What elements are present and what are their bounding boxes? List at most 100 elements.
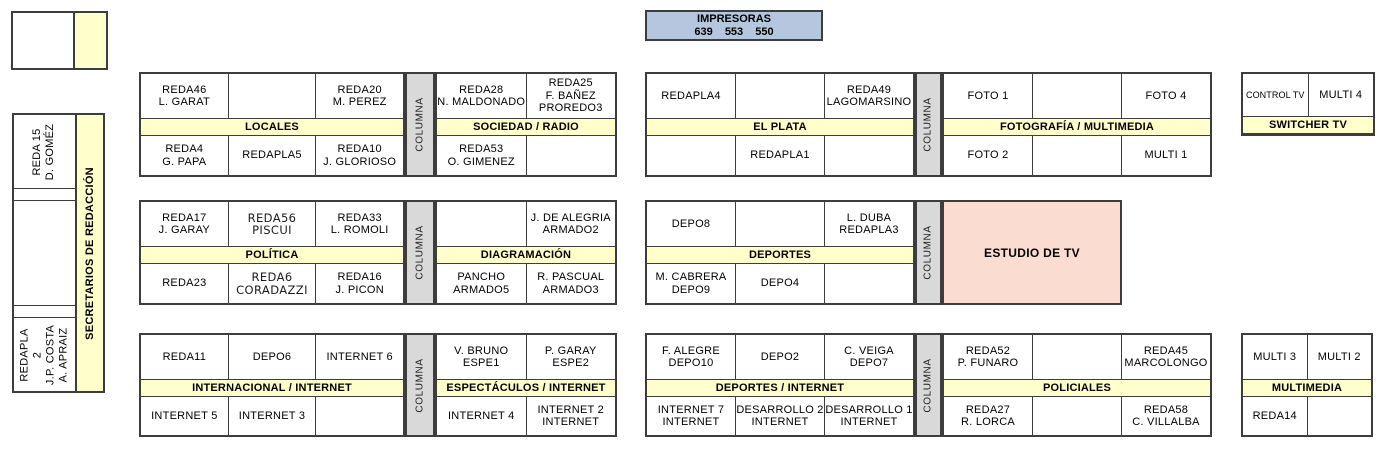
section-band-deportes: DEPORTES: [647, 246, 913, 264]
desk-reda56: REDA56 PISCUI: [227, 202, 316, 246]
desk-depo7: C. VEIGA DEPO7: [824, 335, 913, 379]
desk-internet4: INTERNET 4: [437, 397, 526, 435]
section-band-multimedia: MULTIMEDIA: [1243, 379, 1371, 397]
desk-label: REDA46 L. GARAT: [158, 83, 210, 109]
desk-label: DESARROLLO 1 INTERNET: [825, 403, 913, 429]
desk-armado3: R. PASCUAL ARMADO3: [525, 264, 616, 303]
desk-reda46: REDA46 L. GARAT: [141, 74, 228, 118]
desk-label: INTERNET 3: [238, 409, 306, 422]
desk-label: DEPO2: [760, 350, 800, 363]
desk-depo2: DEPO2: [735, 335, 824, 379]
top-left-desk-white: [13, 13, 73, 68]
desk-redapla5: REDAPLA5: [227, 136, 316, 175]
desk-foto4: FOTO 4: [1121, 74, 1210, 118]
desk-label: REDA17 J. GARAY: [158, 211, 210, 237]
desk-label: INTERNET 6: [326, 350, 393, 363]
desk-label: MULTI 1: [1144, 149, 1188, 162]
section-label: ESPECTÁCULOS / INTERNET: [446, 382, 606, 394]
section-label: LOCALES: [245, 121, 299, 133]
group-espectaculos-internet: V. BRUNO ESPE1 P. GARAY ESPE2 ESPECTÁCUL…: [435, 333, 617, 437]
desk-reda4: REDA4 G. PAPA: [141, 136, 228, 175]
desk-label: REDAPLA4: [661, 89, 721, 102]
desk-redapla1: REDAPLA1: [735, 136, 824, 175]
desk-desarrollo2: DESARROLLO 2 INTERNET: [735, 397, 824, 435]
desk-label: R. PASCUAL ARMADO3: [537, 271, 605, 296]
desk-label: FOTO 4: [1145, 89, 1187, 102]
desk-foto2: FOTO 2: [944, 136, 1032, 175]
section-band-sociedad-radio: SOCIEDAD / RADIO: [437, 118, 615, 136]
desk-reda58: REDA58 C. VILLALBA: [1121, 397, 1210, 435]
secretarios-label: SECRETARIOS DE REDACCIÓN: [83, 166, 96, 340]
estudio-de-tv: ESTUDIO DE TV: [942, 200, 1122, 305]
desk-empty: [14, 201, 75, 305]
desk-label: CONTROL TV: [1245, 89, 1305, 100]
group-deportes: DEPO8 L. DUBA REDAPLA3 DEPORTES M. CABRE…: [645, 200, 915, 305]
secretarios-desk-column: REDA 15 D. GOMÉZ REDAPLA 2 J.P. COSTA A.…: [14, 115, 75, 391]
desk-label: REDA16 J. PICON: [335, 271, 384, 296]
desk-divider: [14, 305, 75, 318]
desk-label: MULTI 3: [1253, 350, 1297, 363]
section-label: DEPORTES / INTERNET: [715, 382, 845, 394]
desk-label: REDAPLA 2 J.P. COSTA A. APRAIZ: [18, 324, 70, 385]
desk-reda11: REDA11: [141, 335, 228, 379]
impresoras-box: IMPRESORAS 639 553 550: [645, 10, 823, 41]
group-switcher-tv: CONTROL TV MULTI 4 SWITCHER TV: [1241, 72, 1375, 136]
impresoras-title: IMPRESORAS: [697, 12, 771, 25]
desk-label: REDA53 O. GIMENEZ: [447, 143, 515, 168]
desk-multi4: MULTI 4: [1307, 74, 1374, 116]
columna-pillar: COLUMNA: [915, 333, 942, 437]
section-label: FOTOGRAFÍA / MULTIMEDIA: [999, 121, 1155, 133]
group-policiales: REDA52 P. FUNARO REDA45 MARCOLONGO POLIC…: [942, 333, 1212, 437]
desk-espe1: V. BRUNO ESPE1: [437, 335, 526, 379]
desk-label: C. VEIGA DEPO7: [844, 344, 894, 370]
desk-label: REDA14: [1252, 409, 1297, 422]
section-band-deportes-internet: DEPORTES / INTERNET: [647, 379, 913, 397]
desk-reda33: REDA33 L. ROMOLI: [315, 202, 403, 246]
desk-label: DEPO4: [760, 277, 800, 290]
desk-label: REDAPLA1: [750, 149, 810, 162]
desk-armado2: J. DE ALEGRIA ARMADO2: [525, 202, 616, 246]
desk-empty: [1032, 397, 1121, 435]
secretarios-bar: SECRETARIOS DE REDACCIÓN: [75, 115, 103, 391]
desk-internet6: INTERNET 6: [315, 335, 403, 379]
columna-pillar: COLUMNA: [915, 72, 942, 177]
columna-pillar: COLUMNA: [405, 333, 435, 437]
estudio-label: ESTUDIO DE TV: [984, 245, 1080, 260]
section-band-policiales: POLICIALES: [944, 379, 1210, 397]
desk-label: REDAPLA5: [242, 149, 302, 162]
desk-label: L. DUBA REDAPLA3: [839, 211, 899, 237]
desk-reda17: REDA17 J. GARAY: [141, 202, 228, 246]
desk-reda25: REDA25 F. BAÑEZ PROREDO3: [525, 74, 616, 118]
desk-label: FOTO 1: [967, 89, 1009, 102]
section-band-diagramacion: DIAGRAMACIÓN: [437, 246, 615, 264]
section-label: EL PLATA: [753, 121, 807, 133]
desk-empty: [1032, 335, 1121, 379]
desk-label: REDA25 F. BAÑEZ PROREDO3: [538, 77, 603, 115]
desk-internet5: INTERNET 5: [141, 397, 228, 435]
desk-label: MULTI 4: [1319, 88, 1363, 101]
desk-depo10: F. ALEGRE DEPO10: [647, 335, 735, 379]
top-left-desk-yellow: [73, 13, 106, 68]
desk-internet7: INTERNET 7 INTERNET: [647, 397, 735, 435]
desk-label: DESARROLLO 2 INTERNET: [736, 403, 824, 429]
desk-label: REDA6 CORADAZZI: [236, 270, 308, 297]
section-label: SWITCHER TV: [1269, 119, 1347, 131]
section-label: SOCIEDAD / RADIO: [473, 121, 579, 133]
desk-reda49: REDA49 LAGOMARSINO: [824, 74, 913, 118]
group-locales: REDA46 L. GARAT REDA20 M. PEREZ LOCALES …: [139, 72, 405, 177]
desk-empty: [1032, 136, 1121, 175]
desk-reda45: REDA45 MARCOLONGO: [1121, 335, 1210, 379]
section-band-el-plata: EL PLATA: [647, 118, 913, 136]
desk-label: REDA27 R. LORCA: [961, 403, 1015, 429]
desk-internet2: INTERNET 2 INTERNET: [525, 397, 616, 435]
columna-pillar: COLUMNA: [405, 200, 435, 305]
columna-label: COLUMNA: [414, 97, 426, 152]
columna-label: COLUMNA: [414, 225, 426, 280]
desk-redapla3: L. DUBA REDAPLA3: [824, 202, 913, 246]
desk-reda27: REDA27 R. LORCA: [944, 397, 1032, 435]
desk-control-tv: CONTROL TV: [1243, 74, 1308, 116]
desk-reda6: REDA6 CORADAZZI: [227, 264, 316, 303]
desk-label: DEPO6: [252, 350, 292, 363]
desk-foto1: FOTO 1: [944, 74, 1032, 118]
